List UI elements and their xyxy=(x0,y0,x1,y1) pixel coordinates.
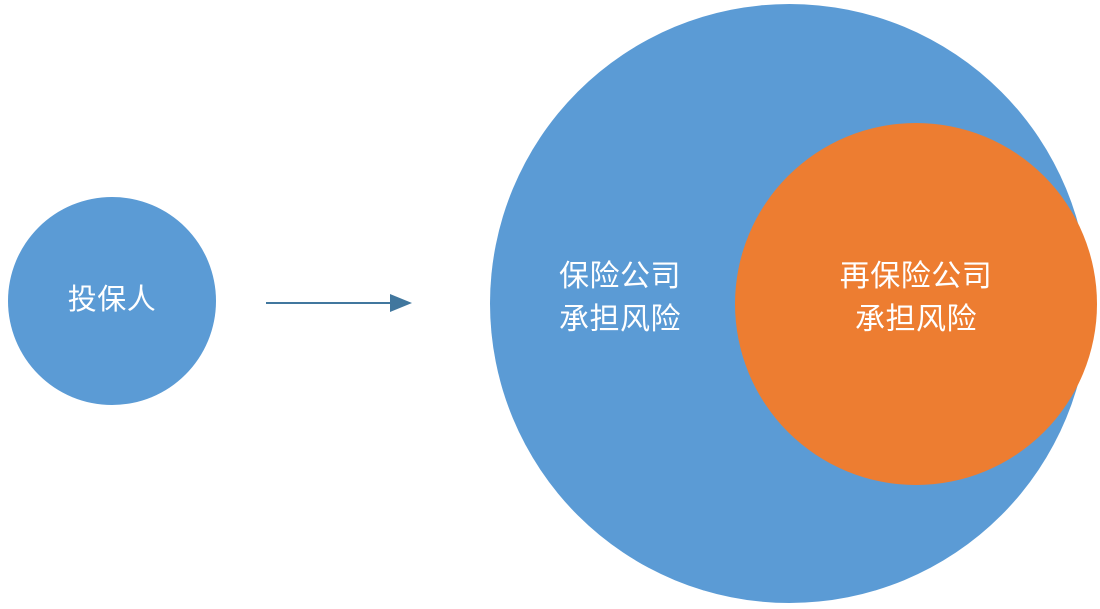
node-policyholder-circle[interactable] xyxy=(8,197,216,405)
node-insurer-label: 保险公司 承担风险 xyxy=(559,259,681,337)
arrow-head xyxy=(390,294,412,312)
node-reinsurer-circle[interactable] xyxy=(735,123,1097,485)
arrow-right-icon xyxy=(266,294,412,312)
node-policyholder-label: 投保人 xyxy=(67,282,157,316)
node-reinsurer-label: 再保险公司 承担风险 xyxy=(839,259,993,337)
